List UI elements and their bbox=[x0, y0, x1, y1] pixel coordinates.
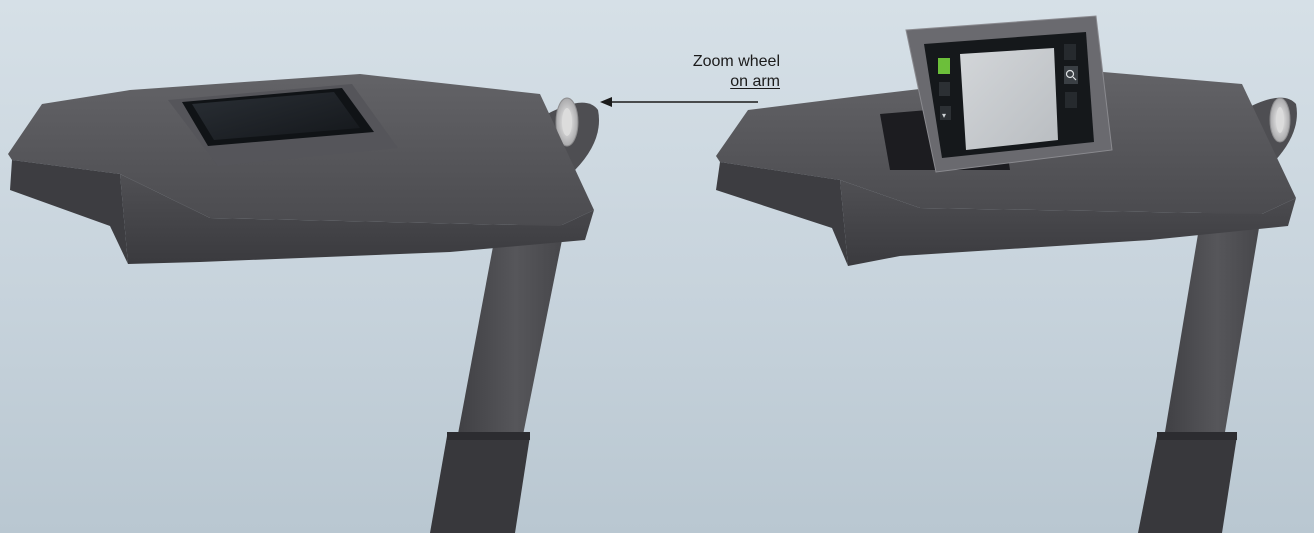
zoom-magnifier-button[interactable] bbox=[1064, 66, 1078, 84]
side-button-upper[interactable] bbox=[939, 82, 950, 96]
arrow-icon: ▾ bbox=[942, 111, 946, 120]
callout-arrow-icon bbox=[600, 97, 758, 107]
zoom-wheel-callout: Zoom wheel on arm bbox=[560, 52, 780, 112]
callout-text: Zoom wheel on arm bbox=[693, 52, 780, 92]
side-button-lower[interactable] bbox=[940, 106, 951, 120]
callout-line-1: Zoom wheel bbox=[692, 53, 780, 70]
left-screen-display bbox=[192, 92, 360, 140]
zoom-minus-button[interactable] bbox=[1065, 92, 1077, 108]
left-stand-base-segment bbox=[430, 436, 530, 533]
left-tray-front bbox=[120, 174, 594, 264]
left-stand-pole bbox=[455, 225, 565, 450]
right-stand-base-segment bbox=[1138, 436, 1237, 533]
magnifier-icon bbox=[1065, 69, 1075, 79]
zoom-plus-button[interactable] bbox=[1064, 44, 1076, 60]
right-stand-pole bbox=[1162, 210, 1262, 450]
left-device bbox=[8, 74, 600, 533]
right-device: ▾ bbox=[716, 15, 1297, 533]
right-tray-front bbox=[840, 180, 1296, 266]
right-screen-display bbox=[960, 48, 1058, 150]
callout-line-2: on arm bbox=[730, 73, 780, 90]
green-mode-indicator[interactable] bbox=[938, 58, 950, 74]
